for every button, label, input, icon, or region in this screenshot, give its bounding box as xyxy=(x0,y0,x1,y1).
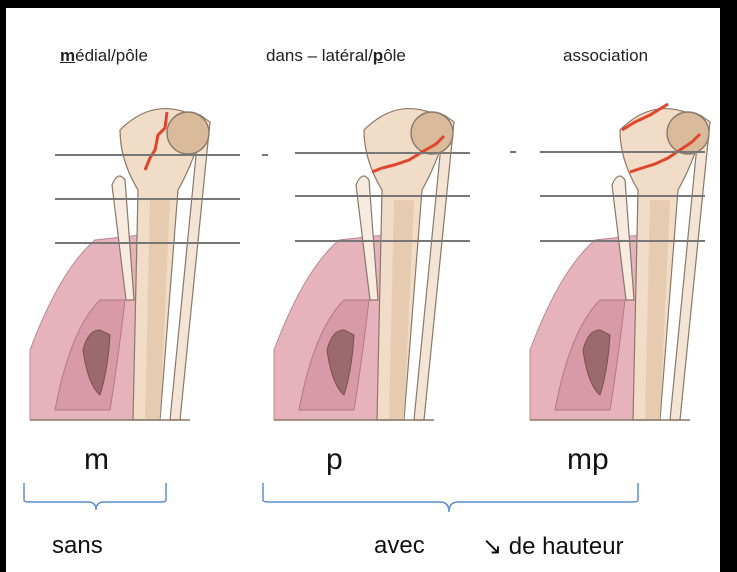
code-label-m: m xyxy=(84,443,109,477)
brace-avec xyxy=(263,483,638,512)
code-label-p: p xyxy=(326,443,343,477)
group-label-sans: sans xyxy=(52,532,103,560)
bone-panel-p xyxy=(274,109,454,420)
height-decrease-note: ↘ de hauteur xyxy=(482,532,624,561)
group-braces xyxy=(24,483,638,512)
brace-sans xyxy=(24,483,166,510)
code-label-mp: mp xyxy=(567,443,609,477)
group-label-avec: avec xyxy=(374,532,425,560)
